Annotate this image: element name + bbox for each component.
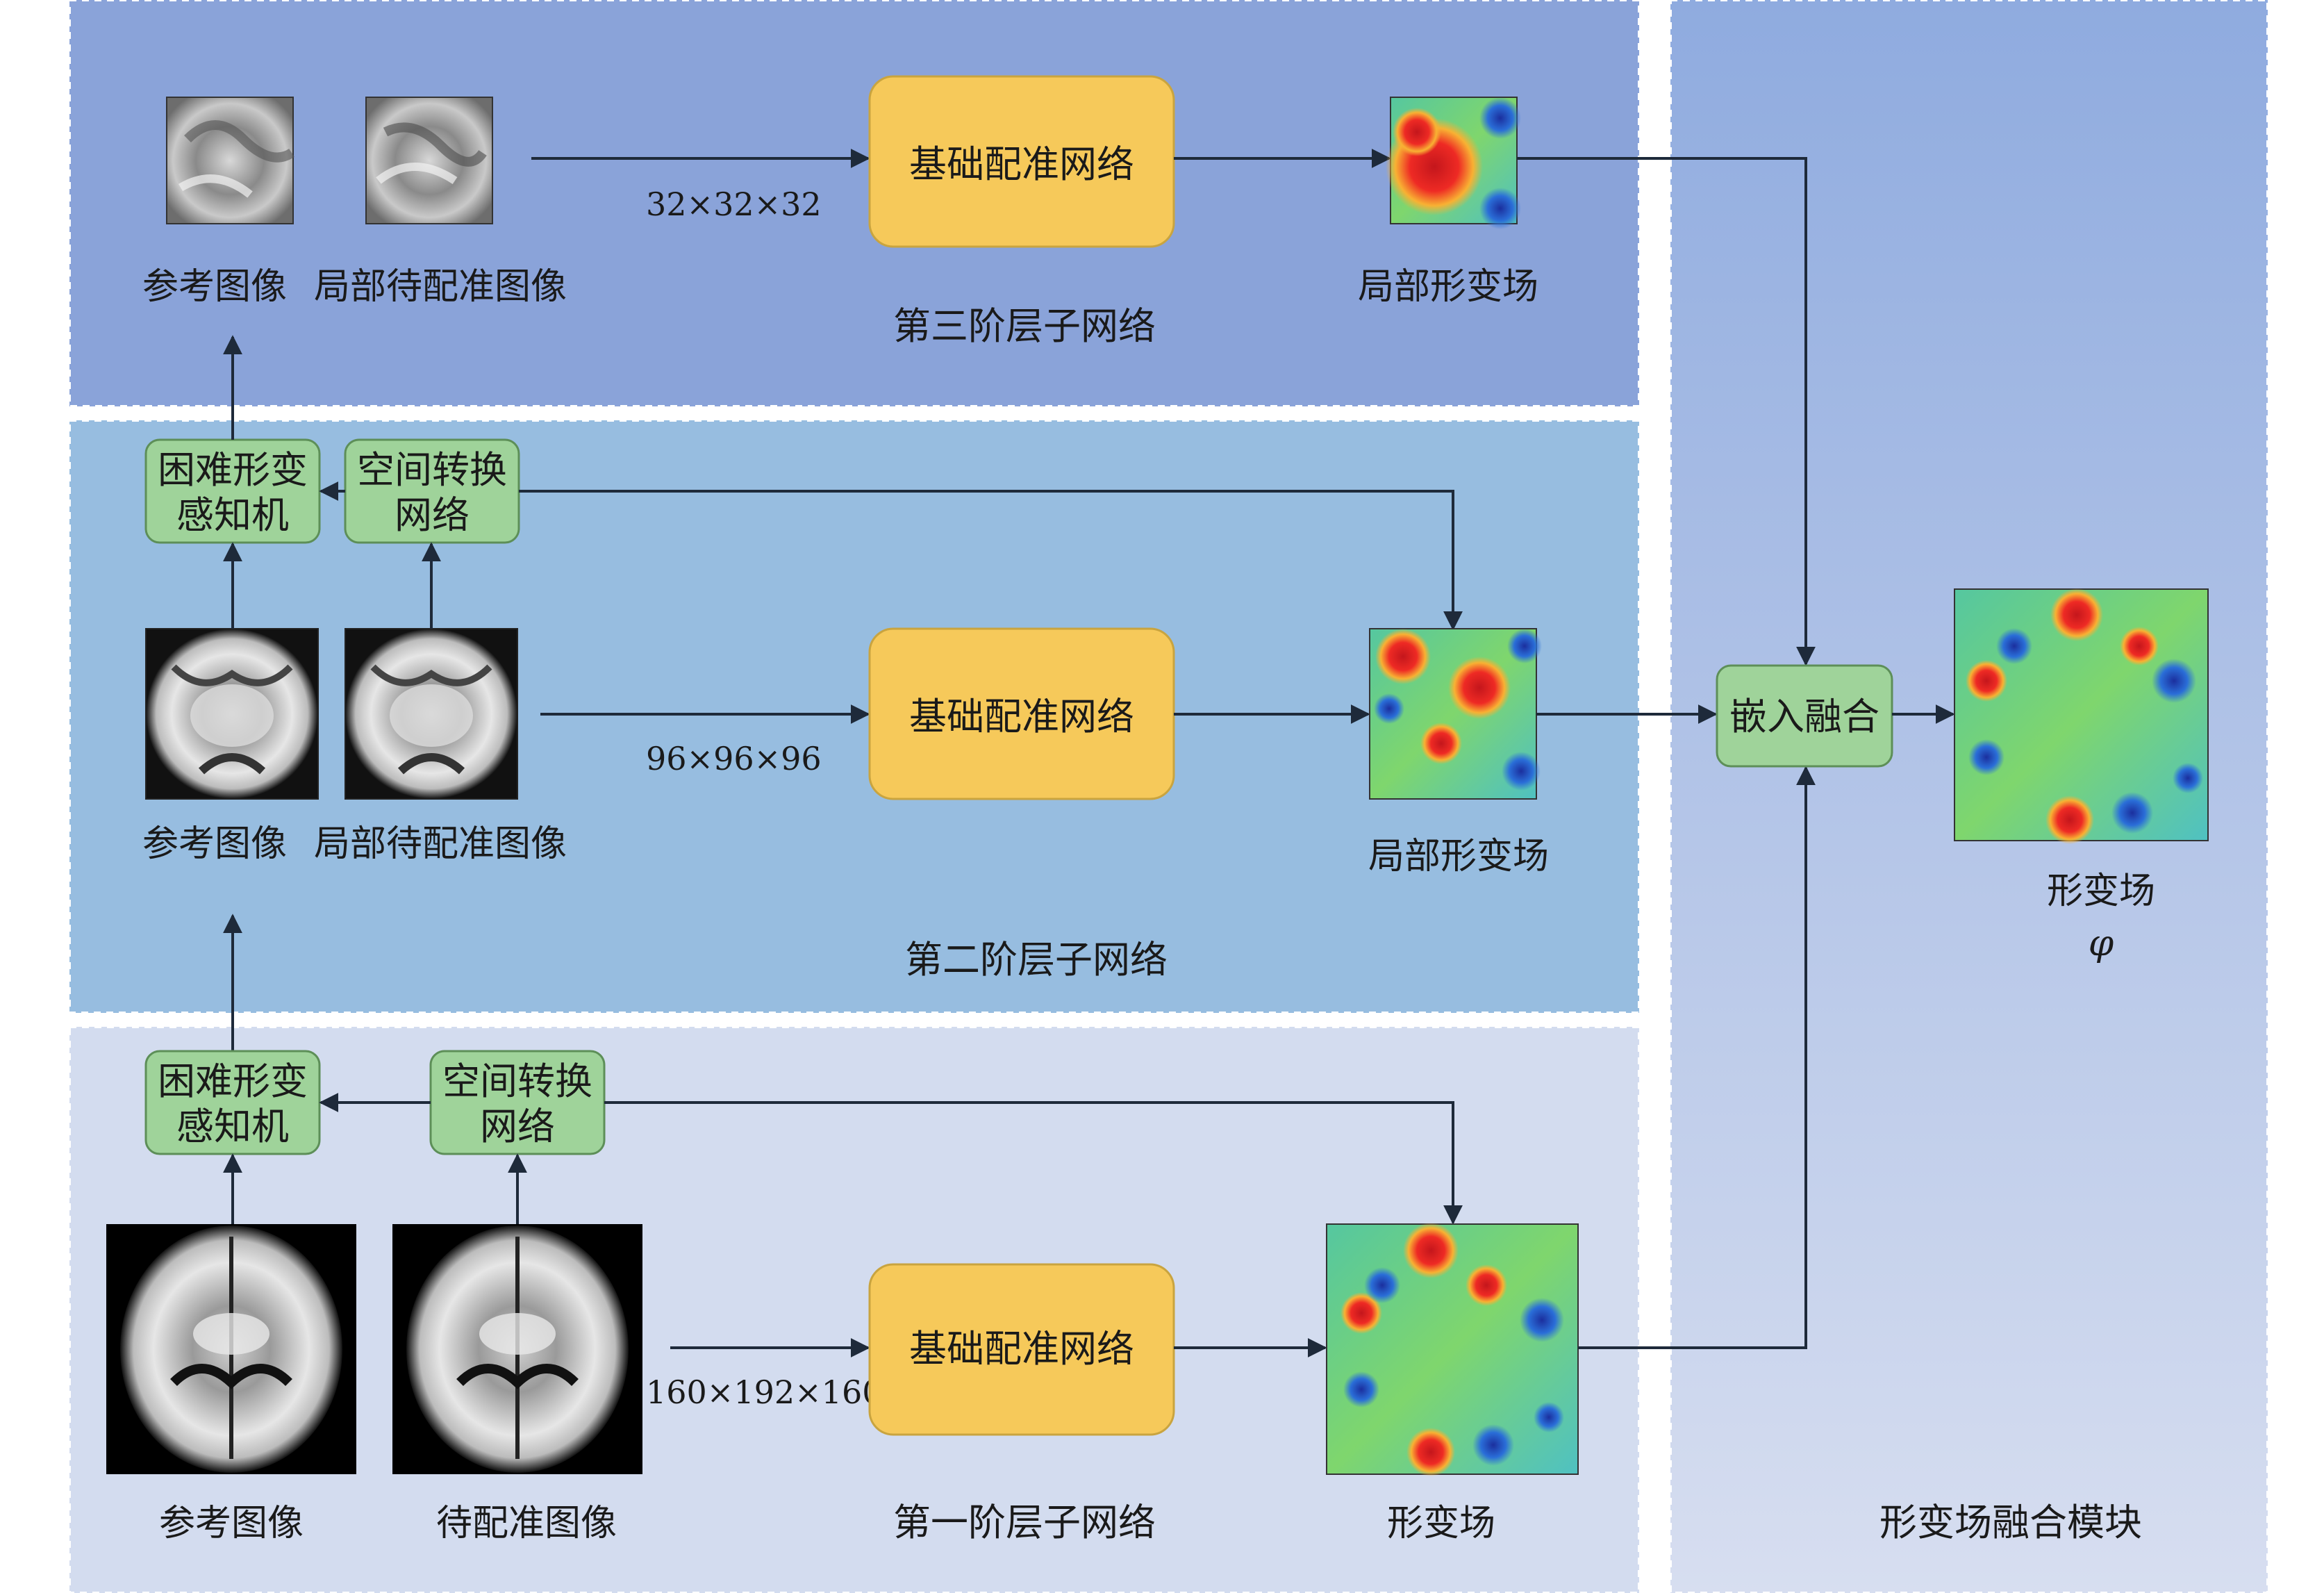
stage1-base-net-label: 基础配准网络 <box>909 1327 1134 1371</box>
stage2-base-net-label: 基础配准网络 <box>909 695 1134 738</box>
stage3-field-caption: 局部形变场 <box>1358 266 1538 308</box>
stage1-hard-perceptron-line1: 困难形变 <box>158 1059 308 1103</box>
stage1-field-caption: 形变场 <box>1387 1503 1495 1544</box>
stage3-moving-image <box>365 97 493 224</box>
stage3-ref-image <box>166 97 294 224</box>
stage1-field-image <box>1326 1223 1579 1476</box>
stage2-stn: 空间转换 网络 <box>344 438 520 544</box>
stage1-stn: 空间转换 网络 <box>429 1050 606 1155</box>
stage2-field-image <box>1369 628 1542 800</box>
fusion-output-symbol: φ <box>2089 923 2114 964</box>
stage2-hard-perceptron: 困难形变 感知机 <box>144 438 321 544</box>
fusion-output-caption: 形变场 <box>2047 870 2155 912</box>
stage1-stn-line1: 空间转换 <box>442 1059 592 1103</box>
stage2-hard-perceptron-line2: 感知机 <box>176 493 289 537</box>
stage1-field-to-fusion-arrow <box>1578 766 1816 1349</box>
stage3-base-net-label: 基础配准网络 <box>909 142 1134 186</box>
stage1-base-net: 基础配准网络 <box>868 1263 1175 1436</box>
stage1-ref-caption: 参考图像 <box>159 1503 304 1544</box>
stage2-ref-image <box>145 628 319 800</box>
stage1-hard-perceptron: 困难形变 感知机 <box>144 1050 321 1155</box>
stage3-ref-caption: 参考图像 <box>142 266 287 308</box>
panel-stage3 <box>68 0 1641 408</box>
stage2-field-caption: 局部形变场 <box>1368 836 1549 877</box>
stage1-panel-label: 第一阶层子网络 <box>893 1501 1156 1544</box>
stage1-stn-to-field-arrow <box>604 1101 1463 1225</box>
stage1-moving-image <box>392 1224 642 1474</box>
stage1-ref-image <box>106 1224 356 1474</box>
fusion-panel-label: 形变场融合模块 <box>1879 1501 2142 1544</box>
stage2-stn-line2: 网络 <box>395 493 470 537</box>
stage1-dim-label: 160×192×160 <box>646 1373 883 1411</box>
stage3-base-net: 基础配准网络 <box>868 75 1175 248</box>
stage2-base-net: 基础配准网络 <box>868 627 1175 800</box>
stage3-moving-caption: 局部待配准图像 <box>314 266 567 308</box>
stage3-field-to-fusion-arrow <box>1517 157 1816 666</box>
stage2-hard-perceptron-line1: 困难形变 <box>158 448 308 492</box>
stage2-moving-caption: 局部待配准图像 <box>314 823 567 865</box>
stage2-panel-label: 第二阶层子网络 <box>905 938 1168 982</box>
stage1-hard-perceptron-line2: 感知机 <box>176 1105 289 1148</box>
stage2-dim-label: 96×96×96 <box>646 740 822 777</box>
stage3-panel-label: 第三阶层子网络 <box>893 304 1156 348</box>
fusion-output-field-image <box>1954 588 2209 844</box>
stage2-stn-to-field-arrow <box>519 490 1463 631</box>
fusion-embed-label: 嵌入融合 <box>1729 695 1879 738</box>
stage2-moving-image <box>345 628 518 800</box>
stage2-stn-line1: 空间转换 <box>357 448 507 492</box>
stage3-field-image <box>1386 97 1521 229</box>
stage1-stn-line2: 网络 <box>480 1105 555 1148</box>
stage3-dim-label: 32×32×32 <box>646 185 822 223</box>
stage1-moving-caption: 待配准图像 <box>436 1503 617 1544</box>
fusion-embed-box: 嵌入融合 <box>1716 664 1893 768</box>
stage2-ref-caption: 参考图像 <box>142 823 287 865</box>
